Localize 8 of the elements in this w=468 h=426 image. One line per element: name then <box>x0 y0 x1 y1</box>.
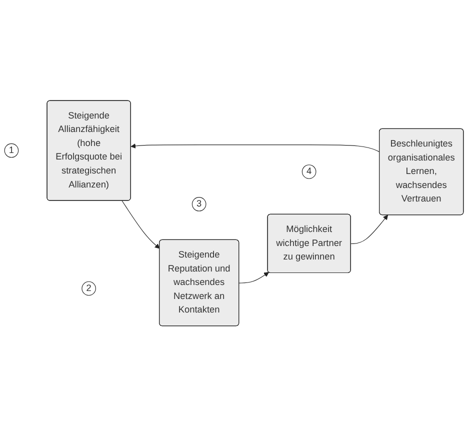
arrow <box>350 214 388 244</box>
node-circle: 3 <box>192 196 206 212</box>
arrow <box>122 200 160 249</box>
node-circle: 1 <box>4 143 19 158</box>
node-circle: 2 <box>82 281 96 296</box>
arrow <box>130 143 380 152</box>
node-circle: 4 <box>302 164 316 179</box>
arrow <box>238 272 269 284</box>
